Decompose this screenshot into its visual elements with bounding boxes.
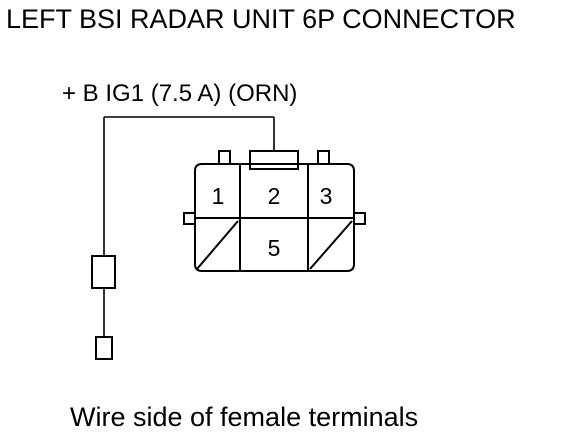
pin-5-label: 5 (268, 235, 281, 261)
pin-2-label: 2 (268, 183, 281, 209)
probe-terminal (91, 255, 116, 360)
pin-1-label: 1 (212, 183, 225, 209)
diagram-title: LEFT BSI RADAR UNIT 6P CONNECTOR (6, 4, 516, 34)
center-lock (249, 150, 299, 170)
pin-3-label: 3 (320, 183, 333, 209)
left-side-tab (183, 212, 196, 225)
right-top-tab (317, 150, 330, 165)
empty-cavity-4 (196, 220, 239, 270)
connector-housing (194, 163, 355, 272)
right-side-tab (353, 212, 366, 225)
wire-label: + B IG1 (7.5 A) (ORN) (62, 80, 297, 107)
left-top-tab (218, 150, 231, 165)
empty-cavity-6 (309, 220, 353, 270)
caption: Wire side of female terminals (70, 402, 418, 432)
connector-6p: 1 2 3 5 (183, 150, 366, 272)
wire-path (103, 116, 275, 256)
